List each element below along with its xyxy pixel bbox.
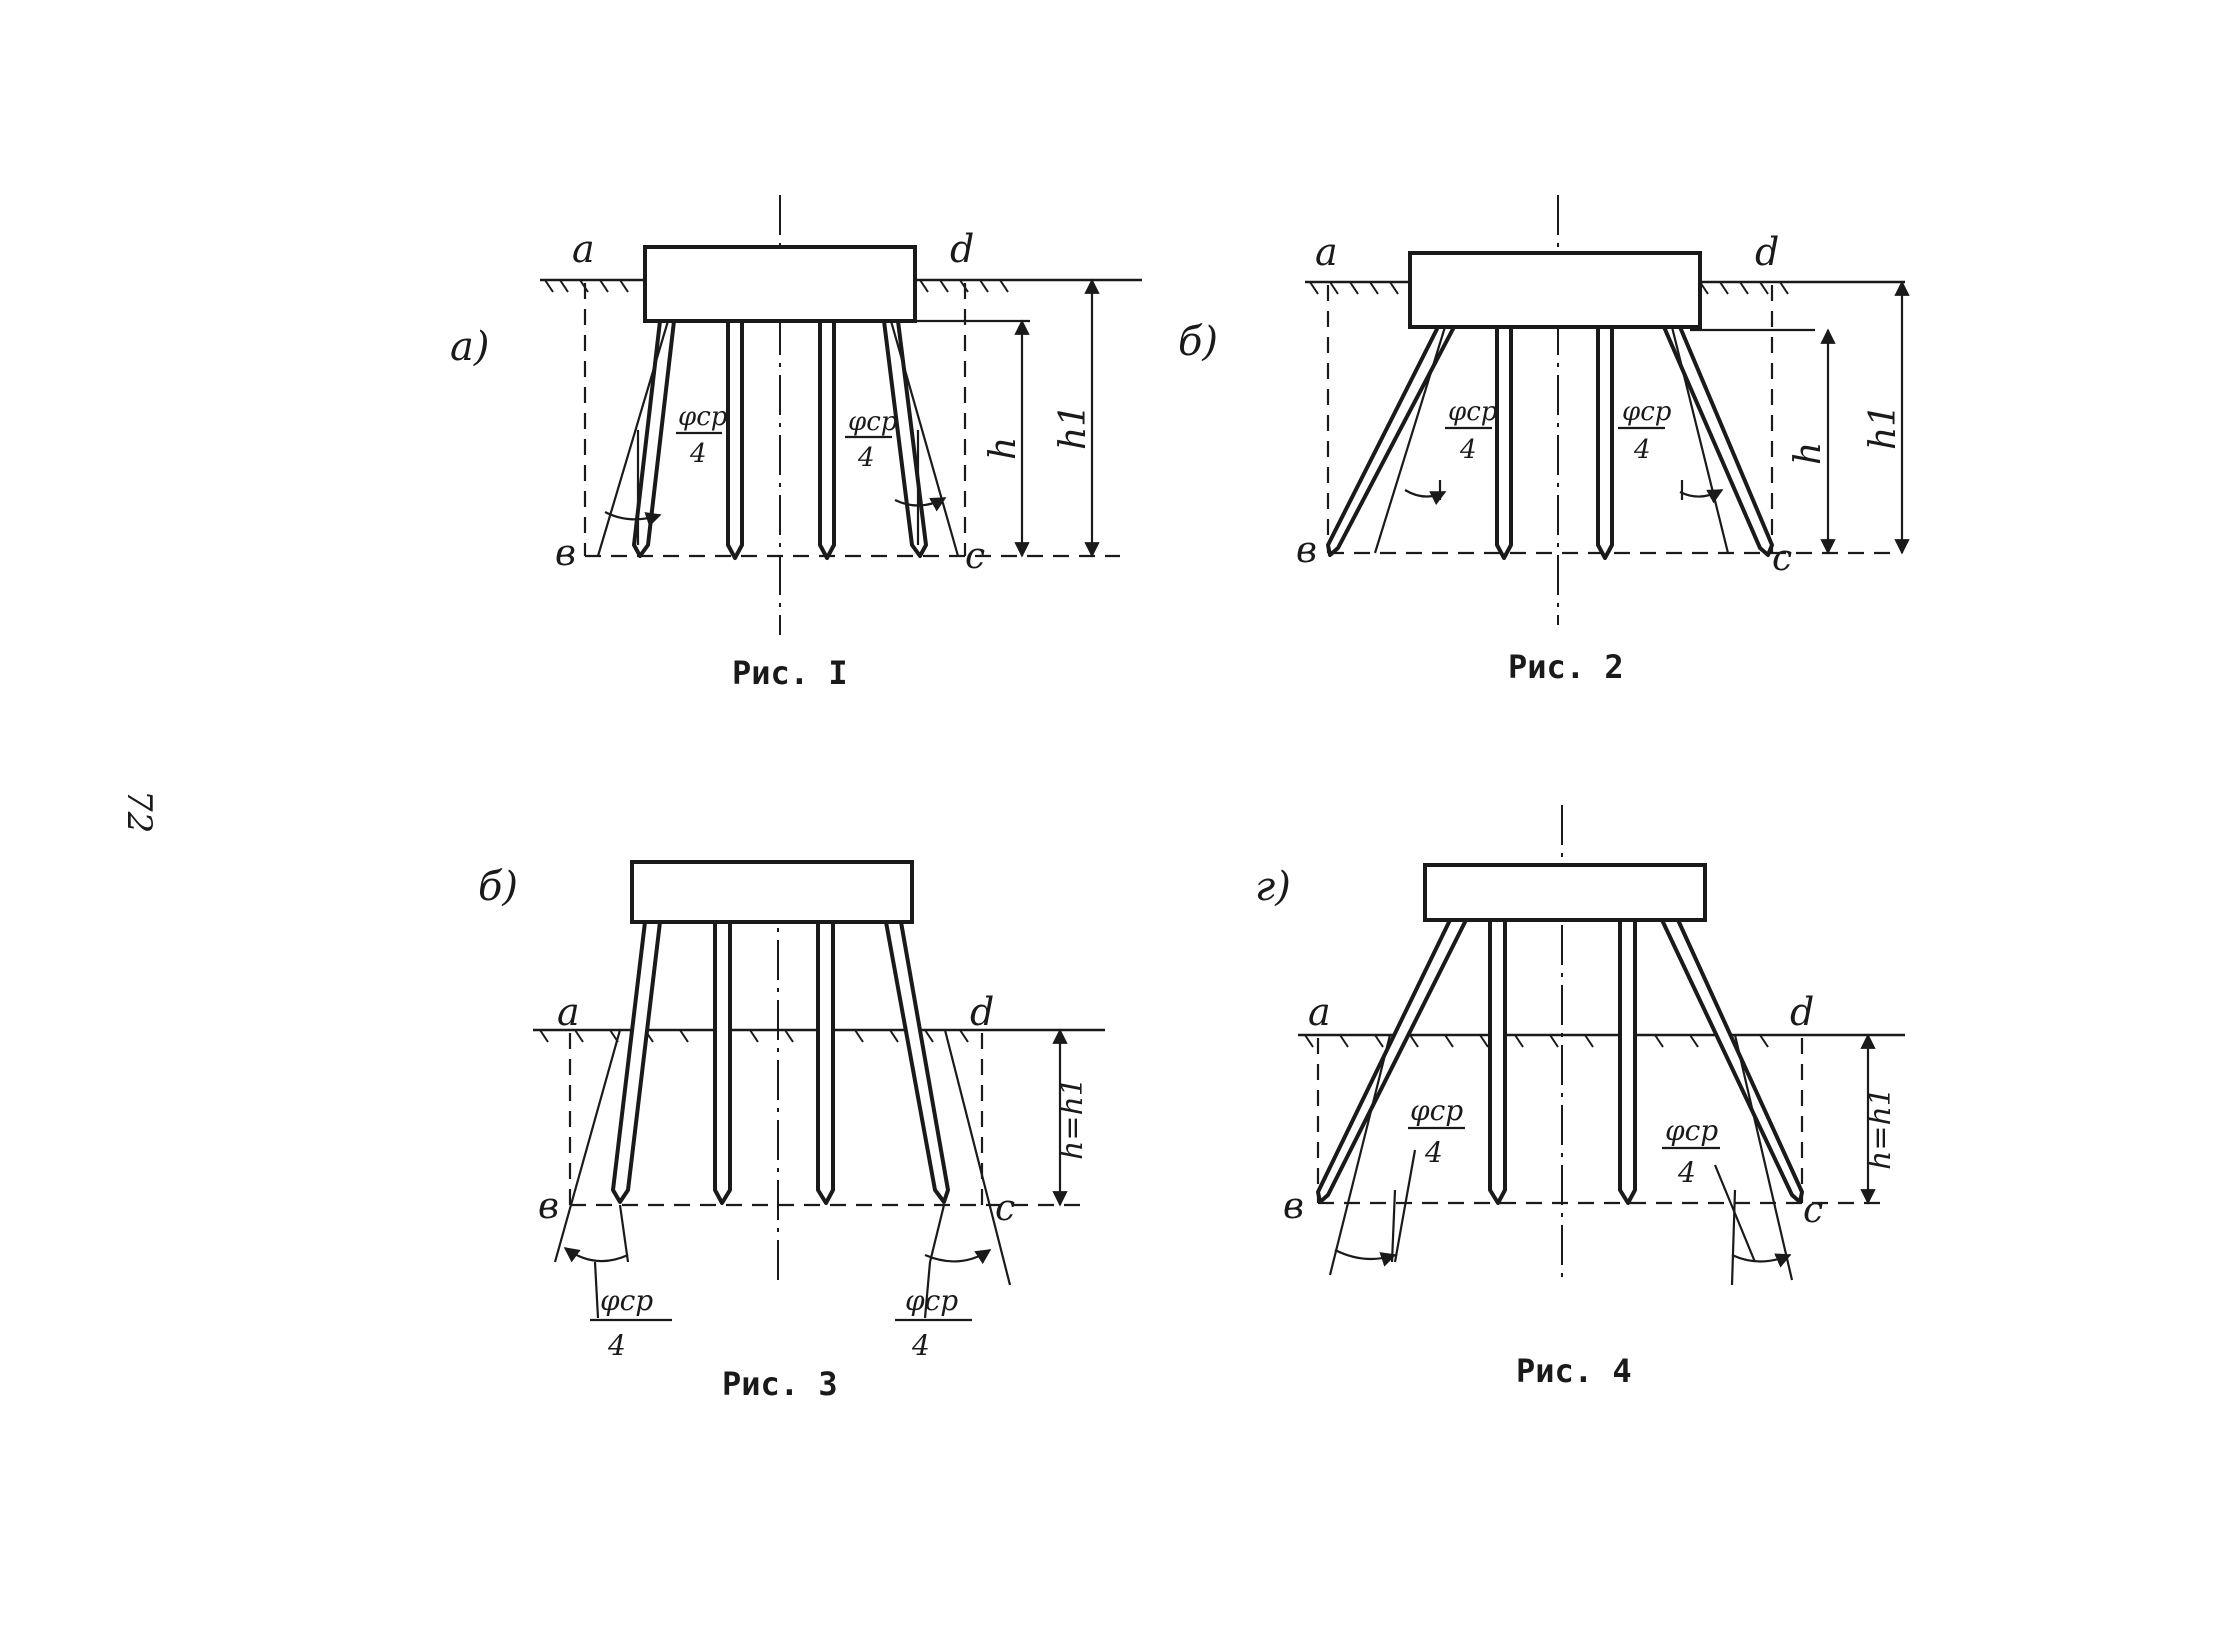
point-d-label: d (950, 227, 974, 271)
dimension-h-label: h (983, 437, 1024, 460)
figure-1 (540, 195, 1142, 635)
point-a-label: a (572, 227, 595, 271)
pile (1596, 325, 1614, 560)
page-number: 72 (119, 790, 159, 833)
dimension-h-label: h (1788, 442, 1829, 465)
pile (1662, 325, 1774, 557)
pile-cap (643, 245, 917, 323)
ground-hatch (1309, 281, 1789, 295)
pile (884, 920, 950, 1204)
pile-cap (630, 860, 914, 924)
angle-denominator: 4 (1633, 435, 1651, 465)
figure-caption: Рис. I (732, 654, 848, 692)
angle-fraction: φcp 4 (1662, 1114, 1720, 1189)
angle-numerator: φcp (678, 402, 728, 432)
pile (611, 920, 662, 1204)
figure-3 (533, 860, 1105, 1319)
angle-fraction: φcp 4 (1408, 1094, 1465, 1169)
pile (632, 319, 676, 558)
pile (816, 920, 835, 1205)
point-b-label: в (1283, 1186, 1304, 1227)
dimension-h1-label: h1 (1863, 404, 1904, 450)
point-c-label: c (1772, 538, 1792, 579)
figure-2 (1305, 195, 1910, 625)
dimension-h-equals-h1-label: h=h1 (1863, 1087, 1898, 1170)
figure-caption: Рис. 3 (722, 1365, 838, 1403)
pile (1495, 325, 1513, 560)
pile (1326, 325, 1456, 557)
ground-hatch (539, 1029, 969, 1043)
variant-label: б) (1178, 319, 1218, 365)
point-b-label: в (555, 533, 576, 574)
angle-denominator: 4 (1459, 435, 1477, 465)
angle-fraction: φcp 4 (1445, 397, 1498, 465)
angle-denominator: 4 (1677, 1156, 1696, 1189)
dimension-h1-label: h1 (1053, 404, 1094, 450)
variant-label: а) (450, 324, 489, 370)
angle-numerator: φcp (1448, 397, 1498, 427)
angle-denominator: 4 (689, 439, 707, 469)
point-a-label: a (1308, 990, 1331, 1034)
dimension-h-equals-h1-label: h=h1 (1055, 1077, 1090, 1160)
variant-label: г) (1255, 864, 1291, 910)
figure-caption: Рис. 4 (1516, 1352, 1632, 1390)
angle-numerator: φcp (905, 1284, 958, 1317)
angle-denominator: 4 (607, 1329, 626, 1362)
point-c-label: c (1803, 1190, 1823, 1231)
angle-numerator: φcp (600, 1284, 653, 1317)
angle-fraction: φcp 4 (590, 1284, 672, 1362)
variant-label: б) (478, 864, 518, 910)
angle-fraction: φcp 4 (1618, 397, 1672, 465)
pile (1316, 918, 1468, 1204)
point-b-label: в (538, 1186, 559, 1227)
angle-denominator: 4 (1424, 1136, 1443, 1169)
pile (818, 319, 836, 560)
point-a-label: a (557, 990, 580, 1034)
pile (726, 319, 744, 560)
pile (1488, 918, 1507, 1205)
angle-fraction: φcp 4 (676, 402, 728, 469)
point-c-label: c (995, 1188, 1015, 1229)
angle-numerator: φcp (1622, 397, 1672, 427)
figure-caption: Рис. 2 (1508, 648, 1624, 686)
angle-fraction: φcp 4 (895, 1284, 972, 1362)
angle-fraction: φcp 4 (845, 407, 898, 473)
angle-numerator: φcp (848, 407, 898, 437)
pile (713, 920, 732, 1205)
angle-denominator: 4 (857, 443, 875, 473)
angle-denominator: 4 (911, 1329, 930, 1362)
pile (882, 319, 928, 558)
figure-4 (1298, 805, 1905, 1286)
point-d-label: d (970, 990, 994, 1034)
pile-cap (1408, 251, 1702, 329)
point-b-label: в (1296, 530, 1317, 571)
point-d-label: d (1790, 990, 1814, 1034)
point-c-label: c (965, 536, 985, 577)
angle-numerator: φcp (1665, 1114, 1718, 1147)
ground-hatch (1304, 1034, 1769, 1048)
point-d-label: d (1755, 230, 1779, 274)
pile (1618, 918, 1637, 1205)
angle-numerator: φcp (1410, 1094, 1463, 1127)
point-a-label: a (1315, 230, 1338, 274)
pile-cap (1423, 863, 1707, 922)
